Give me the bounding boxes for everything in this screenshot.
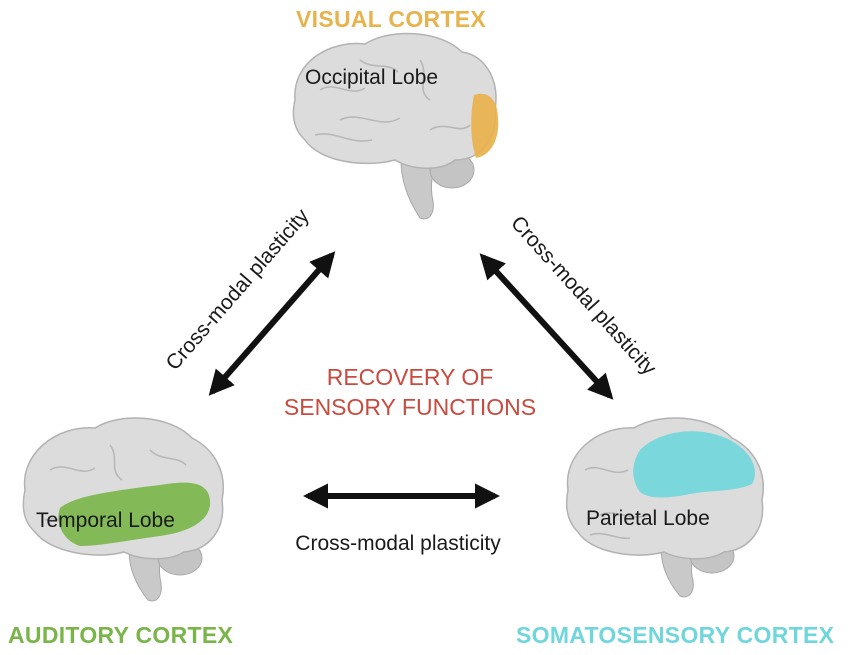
temporal-lobe-label: Temporal Lobe: [36, 509, 175, 532]
arrow-left-edge: [208, 251, 336, 396]
occipital-lobe-label: Occipital Lobe: [305, 66, 439, 89]
brain-parietal-icon: [565, 417, 764, 598]
center-title-line1: RECOVERY OF: [326, 364, 494, 390]
temporal-region: [58, 482, 211, 546]
brain-occipital-icon: [292, 32, 499, 220]
somatosensory-cortex-label: SOMATOSENSORY CORTEX: [516, 622, 835, 648]
parietal-region: [633, 431, 756, 498]
arrow-right-edge: [479, 253, 614, 400]
visual-cortex-label: VISUAL CORTEX: [296, 6, 487, 32]
auditory-cortex-label: AUDITORY CORTEX: [8, 622, 234, 648]
center-title: RECOVERY OF SENSORY FUNCTIONS: [250, 362, 570, 422]
occipital-region: [471, 93, 499, 158]
parietal-lobe-label: Parietal Lobe: [586, 507, 710, 530]
bottom-edge-label: Cross-modal plasticity: [295, 532, 501, 555]
center-title-line2: SENSORY FUNCTIONS: [283, 394, 537, 420]
brain-temporal-icon: [22, 417, 224, 602]
